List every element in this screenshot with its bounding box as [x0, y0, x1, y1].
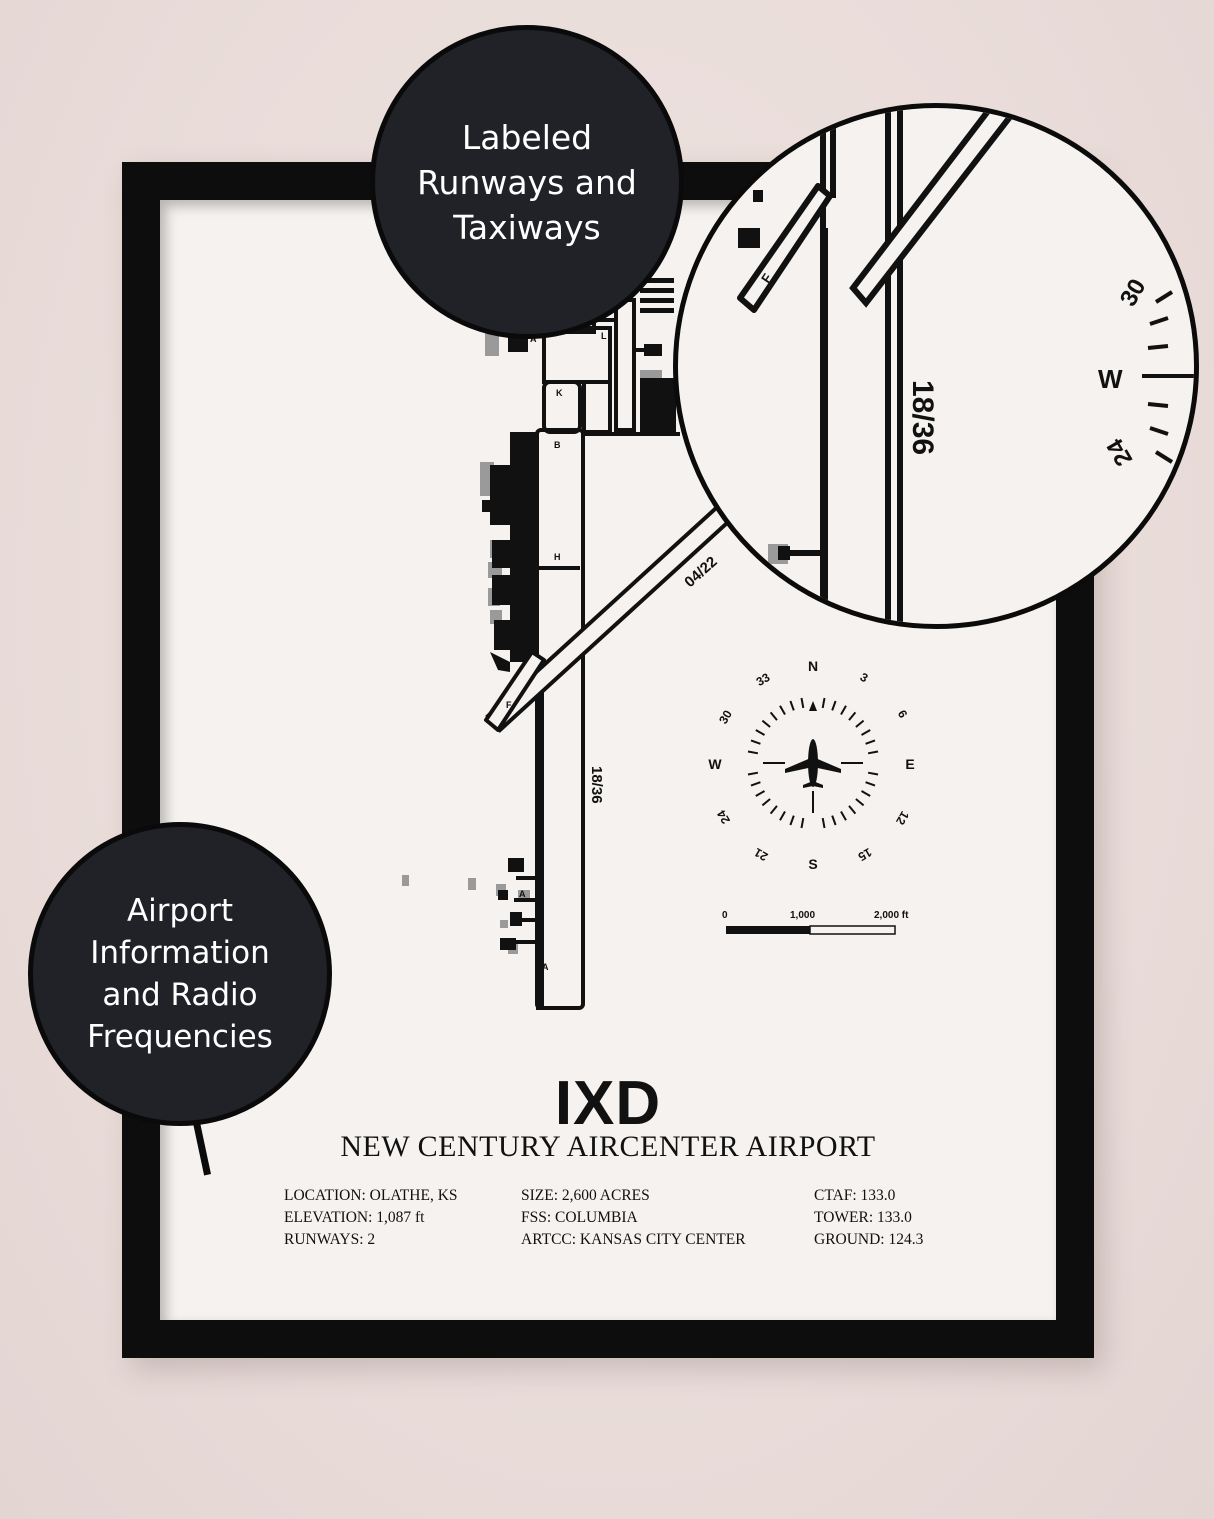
compass-tick	[861, 790, 871, 797]
compass-tick	[831, 700, 837, 711]
info-tower: TOWER: 133.0	[814, 1209, 912, 1226]
taxiway-label-f: F	[506, 700, 512, 710]
compass-tick	[755, 790, 765, 797]
callout-runways-text: Labeled Runways and Taxiways	[417, 117, 637, 247]
zoom-diagram: F 18/36 W 30 24	[737, 108, 1194, 624]
compass-3: 3	[858, 670, 871, 686]
info-column-1: LOCATION: OLATHE, KS ELEVATION: 1,087 ft…	[284, 1185, 458, 1251]
compass-15: 15	[855, 845, 874, 864]
taxiway-label-k: K	[556, 388, 563, 398]
compass-tick	[750, 739, 761, 745]
compass-tick	[865, 781, 876, 787]
compass-e: E	[905, 756, 914, 772]
compass-tick	[867, 771, 879, 776]
info-column-2: SIZE: 2,600 ACRES FSS: COLUMBIA ARTCC: K…	[521, 1185, 746, 1251]
compass-tick	[831, 815, 837, 826]
compass-tick	[761, 798, 771, 807]
compass-tick	[821, 817, 826, 829]
info-ctaf: CTAF: 133.0	[814, 1187, 896, 1204]
compass-tick	[789, 700, 795, 711]
compass-tick	[800, 697, 805, 709]
compass-tick	[769, 805, 778, 815]
taxiway-label-a1: A	[530, 334, 537, 344]
info-fss: FSS: COLUMBIA	[521, 1209, 638, 1226]
compass-s: S	[808, 856, 817, 872]
compass-30: 30	[716, 707, 735, 726]
compass-24: 24	[714, 807, 733, 826]
runway-label-18-36: 18/36	[588, 766, 605, 804]
callout-airport-info: Airport Information and Radio Frequencie…	[28, 822, 332, 1126]
taxiway-f	[484, 650, 546, 732]
compass-12: 12	[893, 809, 912, 828]
compass-tick	[855, 798, 865, 807]
compass-tick	[755, 729, 765, 736]
callout-airport-info-text: Airport Information and Radio Frequencie…	[87, 893, 273, 1055]
scale-0: 0	[722, 910, 728, 921]
zoom-w: W	[1098, 364, 1123, 394]
airport-name: NEW CENTURY AIRCENTER AIRPORT	[340, 1130, 876, 1163]
compass-tick	[840, 705, 847, 715]
info-column-3: CTAF: 133.0 TOWER: 133.0 GROUND: 124.3	[814, 1185, 923, 1251]
compass-tick	[861, 729, 871, 736]
compass-tick	[769, 711, 778, 721]
compass-tick	[789, 815, 795, 826]
callout-runways: Labeled Runways and Taxiways	[370, 25, 684, 339]
airplane-icon	[785, 739, 841, 788]
compass-w: W	[708, 756, 722, 772]
taxiway-label-a2: A	[519, 889, 526, 899]
scale-2000: 2,000 ft	[874, 910, 909, 921]
taxiway-label-a3: A	[542, 962, 549, 972]
info-ground: GROUND: 124.3	[814, 1231, 924, 1248]
compass-21: 21	[751, 845, 770, 864]
compass-rose: N E S W 3 6 12 15 21 24 30 33	[708, 658, 914, 872]
compass-tick	[867, 750, 879, 755]
compass-tick	[750, 781, 761, 787]
compass-tick	[779, 705, 786, 715]
zoom-runway-label: 18/36	[906, 380, 939, 455]
info-artcc: ARTCC: KANSAS CITY CENTER	[521, 1231, 746, 1248]
compass-tick	[761, 719, 771, 728]
airport-code: IXD	[554, 1069, 662, 1138]
scale-bar: 0 1,000 2,000 ft	[722, 910, 909, 935]
info-size: SIZE: 2,600 ACRES	[521, 1187, 650, 1204]
compass-tick	[848, 805, 857, 815]
zoom-24: 24	[1101, 433, 1138, 470]
compass-tick	[747, 771, 759, 776]
taxiway-label-h: H	[554, 552, 561, 562]
compass-tick	[840, 811, 847, 821]
zoom-magnifier: F 18/36 W 30 24	[673, 103, 1199, 629]
info-elevation: ELEVATION: 1,087 ft	[284, 1209, 425, 1226]
info-location: LOCATION: OLATHE, KS	[284, 1187, 458, 1204]
scale-1000: 1,000	[790, 910, 815, 921]
compass-tick	[855, 719, 865, 728]
compass-tick	[865, 739, 876, 745]
compass-tick	[747, 750, 759, 755]
hangar-stripes	[640, 278, 674, 313]
compass-tick	[848, 711, 857, 721]
compass-n: N	[808, 658, 818, 674]
zoom-30: 30	[1115, 274, 1152, 311]
compass-tick	[800, 817, 805, 829]
apron-black	[482, 334, 676, 950]
compass-6: 6	[895, 708, 911, 721]
info-runways: RUNWAYS: 2	[284, 1231, 376, 1248]
taxiway-label-l: L	[601, 331, 607, 341]
compass-tick	[821, 697, 826, 709]
compass-33: 33	[754, 670, 773, 689]
compass-tick	[779, 811, 786, 821]
taxiway-label-b: B	[554, 440, 561, 450]
